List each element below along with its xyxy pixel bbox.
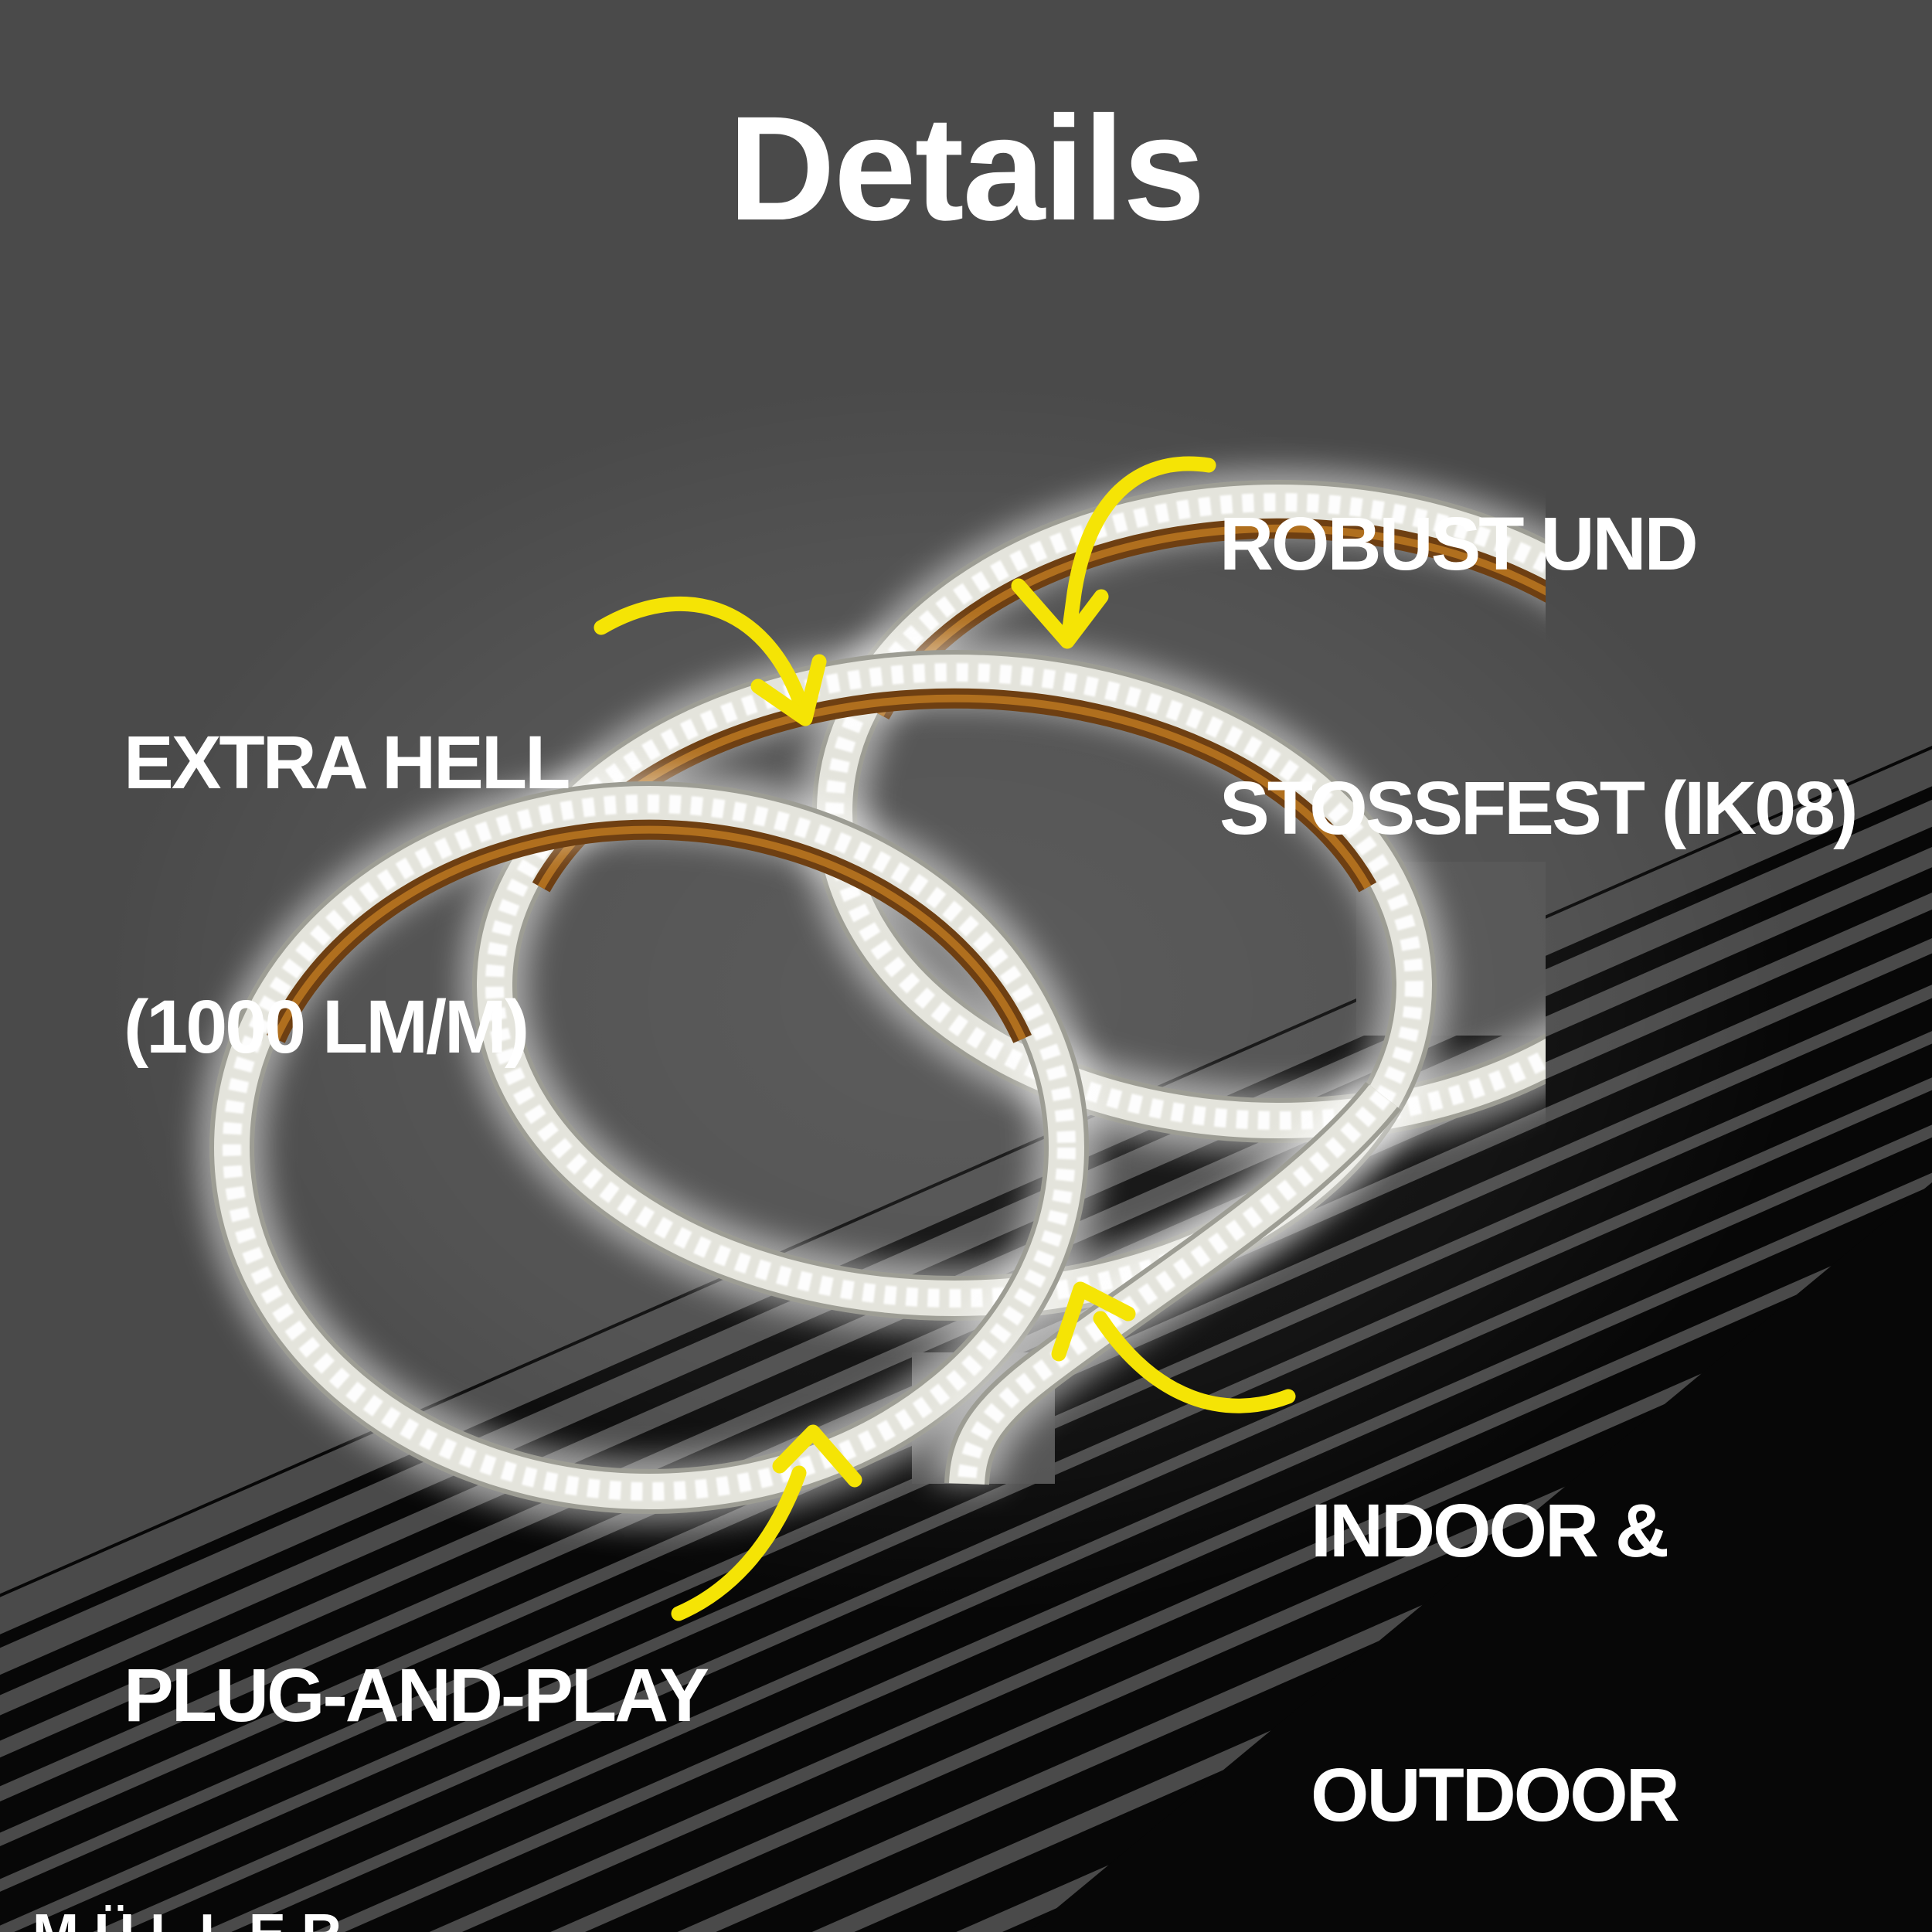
led-chips bbox=[223, 794, 1076, 1501]
curved-arrow-icon bbox=[1051, 1281, 1296, 1413]
led-strip-tail bbox=[934, 1075, 1410, 1486]
led-strip-loop bbox=[199, 770, 1100, 1525]
callout-plug-line1: PLUG-AND-PLAY bbox=[124, 1653, 709, 1737]
led-chips bbox=[957, 1090, 1391, 1485]
callout-indoor-line1: INDOOR & bbox=[1311, 1488, 1669, 1573]
callout-robust-line1: ROBUST UND bbox=[1219, 502, 1699, 586]
diagonal-stripe bbox=[716, 1398, 1932, 1932]
callout-indoor-line2: OUTDOOR bbox=[1311, 1753, 1680, 1837]
copper-highlight bbox=[272, 825, 1026, 1041]
copper-highlight bbox=[876, 524, 1546, 717]
callout-extra-hell: EXTRA HELL (1000 LM/M) bbox=[124, 543, 570, 1247]
led-strip-coil bbox=[199, 469, 1546, 1525]
diagonal-stripe bbox=[854, 1458, 1932, 1932]
callout-robust: ROBUST UND STOSSFEST (IK08) bbox=[1219, 324, 1858, 1029]
diagonal-stripe bbox=[585, 1340, 1932, 1932]
callout-robust-line2: STOSSFEST (IK08) bbox=[1219, 766, 1858, 850]
callout-plug-and-play: PLUG-AND-PLAY SOFORT EINSATZBEREIT bbox=[124, 1475, 709, 1932]
callout-extra-hell-line2: (1000 LM/M) bbox=[124, 985, 529, 1069]
curved-arrow-icon bbox=[671, 1424, 862, 1621]
curved-arrow-icon bbox=[594, 596, 827, 726]
led-chips bbox=[485, 663, 1423, 1308]
curved-arrow-icon bbox=[1011, 456, 1216, 649]
black-corner-background bbox=[1028, 1182, 1932, 1932]
brand-logo-line1: MÜLLER bbox=[32, 1906, 357, 1932]
callout-plug-line2: SOFORT bbox=[124, 1916, 707, 1932]
page-title: Details bbox=[728, 85, 1206, 251]
brand-logo: MÜLLER LICHT bbox=[32, 1791, 357, 1932]
callout-extra-hell-line1: EXTRA HELL bbox=[124, 720, 570, 804]
callout-indoor-outdoor: INDOOR & OUTDOOR bbox=[1311, 1311, 1680, 1932]
